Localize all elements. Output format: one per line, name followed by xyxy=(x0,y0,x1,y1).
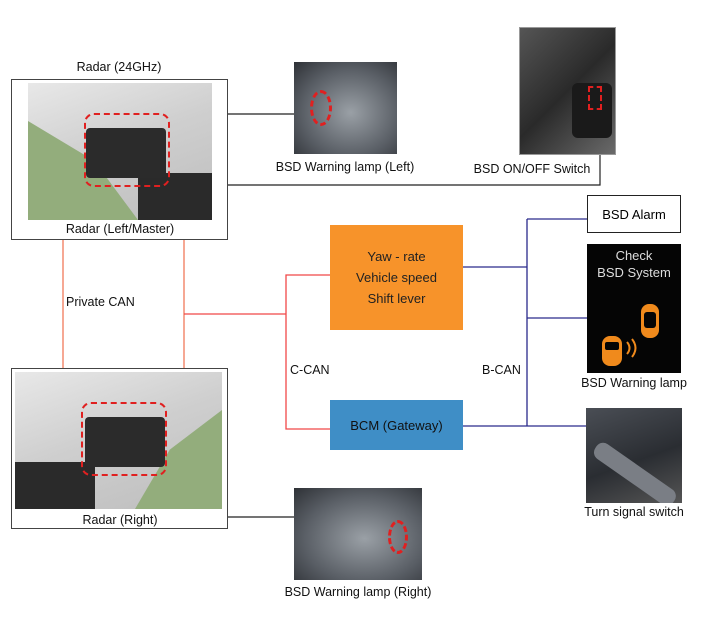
right-mirror-label: BSD Warning lamp (Right) xyxy=(284,585,432,599)
turn-signal-label: Turn signal switch xyxy=(584,505,684,519)
bsd-alarm-box: BSD Alarm xyxy=(587,195,681,233)
blind-spot-car-icon xyxy=(602,304,659,366)
bsd-warning-lamp-display: Check BSD System xyxy=(587,244,681,373)
radar-type-label: Radar (24GHz) xyxy=(76,60,162,74)
turn-signal-photo xyxy=(586,408,682,503)
signal-vehicle-speed: Vehicle speed xyxy=(356,270,437,285)
private-can-label: Private CAN xyxy=(66,295,135,309)
left-mirror-label: BSD Warning lamp (Left) xyxy=(275,160,415,174)
right-mirror-photo xyxy=(294,488,422,580)
bsd-switch-label: BSD ON/OFF Switch xyxy=(473,162,591,176)
radar-right-label: Radar (Right) xyxy=(82,513,158,527)
left-mirror-photo xyxy=(294,62,397,154)
radar-left-label: Radar (Left/Master) xyxy=(65,222,175,236)
bcm-gateway-box: BCM (Gateway) xyxy=(330,400,463,450)
radar-right-panel: Radar (Right) xyxy=(11,368,228,529)
signal-yaw-rate: Yaw - rate xyxy=(367,249,426,264)
bsd-switch-photo xyxy=(519,27,616,155)
signal-shift-lever: Shift lever xyxy=(367,291,426,306)
lamp-text-check: Check xyxy=(615,248,653,263)
lamp-text-system: BSD System xyxy=(597,265,671,280)
c-can-line-branch xyxy=(285,274,330,430)
c-can-label: C-CAN xyxy=(290,363,330,377)
cluster-signals-box: Yaw - rate Vehicle speed Shift lever xyxy=(330,225,463,330)
bsd-warning-lamp-label: BSD Warning lamp xyxy=(581,376,687,390)
radar-left-photo xyxy=(28,83,212,220)
b-can-label: B-CAN xyxy=(482,363,521,377)
radar-left-panel: Radar (Left/Master) xyxy=(11,79,228,240)
line-radar-to-switch xyxy=(227,153,601,186)
radar-right-photo xyxy=(15,372,222,509)
